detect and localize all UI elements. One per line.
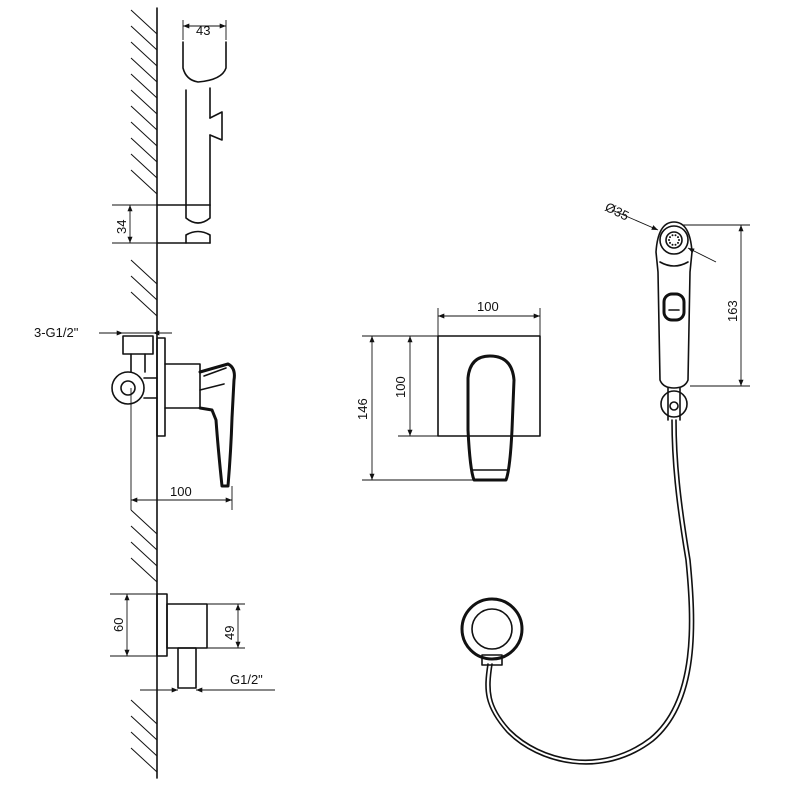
hatch-line <box>130 137 158 163</box>
hatch-line <box>130 41 158 67</box>
hatch-line <box>130 73 158 99</box>
overall-height-dimension: 146 <box>355 335 474 481</box>
plate-height-dimension: 100 <box>393 335 438 437</box>
hatch-line <box>130 275 158 301</box>
holder-height-dimension: 34 <box>112 204 157 244</box>
overall-height-label: 146 <box>355 398 370 420</box>
hatch-line <box>130 153 158 179</box>
spray-nozzles <box>668 234 680 246</box>
inlet-thread-dimension: 3-G1/2" <box>34 325 172 340</box>
hatch-line <box>130 699 158 725</box>
sprayer-length-label: 163 <box>725 300 740 322</box>
outlet-thread-label: G1/2" <box>230 672 263 687</box>
nozzle-dot <box>677 236 679 239</box>
wall-outlet-side <box>156 593 208 689</box>
holder-width-dimension: 43 <box>182 20 227 40</box>
outlet-height-dimension: 60 <box>110 593 157 657</box>
mixer-side <box>111 335 236 488</box>
nozzle-dot <box>674 243 677 246</box>
nozzle-dot <box>674 234 677 237</box>
hatch-line <box>130 557 158 583</box>
hatch-line <box>130 57 158 83</box>
hatch-line <box>130 25 158 51</box>
plate-width-dimension: 100 <box>437 299 541 336</box>
nozzle-dot <box>669 241 671 244</box>
holder-width-label: 43 <box>196 23 210 38</box>
outlet-thread-dimension: G1/2" <box>140 672 275 693</box>
outlet-depth-dimension: 49 <box>207 603 245 649</box>
hatch-line <box>130 731 158 757</box>
inlet-thread-label: 3-G1/2" <box>34 325 79 340</box>
hatch-line <box>130 715 158 741</box>
sprayer-holder-side <box>156 41 227 244</box>
mixer-front <box>437 335 541 482</box>
nozzle-dot <box>669 236 671 239</box>
nozzle-dot <box>671 243 674 246</box>
hatch-line <box>130 105 158 131</box>
hatch-line <box>130 541 158 567</box>
hatch-line <box>130 9 158 35</box>
head-diameter-dimension: Ø35 <box>603 199 717 263</box>
hatch-line <box>130 509 158 535</box>
head-diameter-label: Ø35 <box>603 199 632 223</box>
nozzle-dot <box>668 239 670 241</box>
hatch-line <box>130 525 158 551</box>
nozzle-dot <box>671 234 674 237</box>
outlet-height-label: 60 <box>111 618 126 632</box>
outlet-depth-label: 49 <box>222 626 237 640</box>
hatch-line <box>130 169 158 195</box>
holder-height-label: 34 <box>114 220 129 234</box>
hatch-line <box>130 747 158 773</box>
shower-hose <box>485 419 695 765</box>
sprayer-length-dimension: 163 <box>682 224 750 387</box>
hatch-line <box>130 291 158 317</box>
hatch-line <box>130 259 158 285</box>
mixer-depth-dimension: 100 <box>130 388 233 510</box>
nozzle-dot <box>677 241 679 244</box>
hatch-line <box>130 89 158 115</box>
plate-width-label: 100 <box>477 299 499 314</box>
plate-height-label: 100 <box>393 376 408 398</box>
wall-hatching <box>130 9 158 773</box>
wall-outlet-front <box>460 597 524 666</box>
hatch-line <box>130 121 158 147</box>
hand-sprayer <box>655 221 693 421</box>
nozzle-dot <box>678 239 680 241</box>
mixer-depth-label: 100 <box>170 484 192 499</box>
